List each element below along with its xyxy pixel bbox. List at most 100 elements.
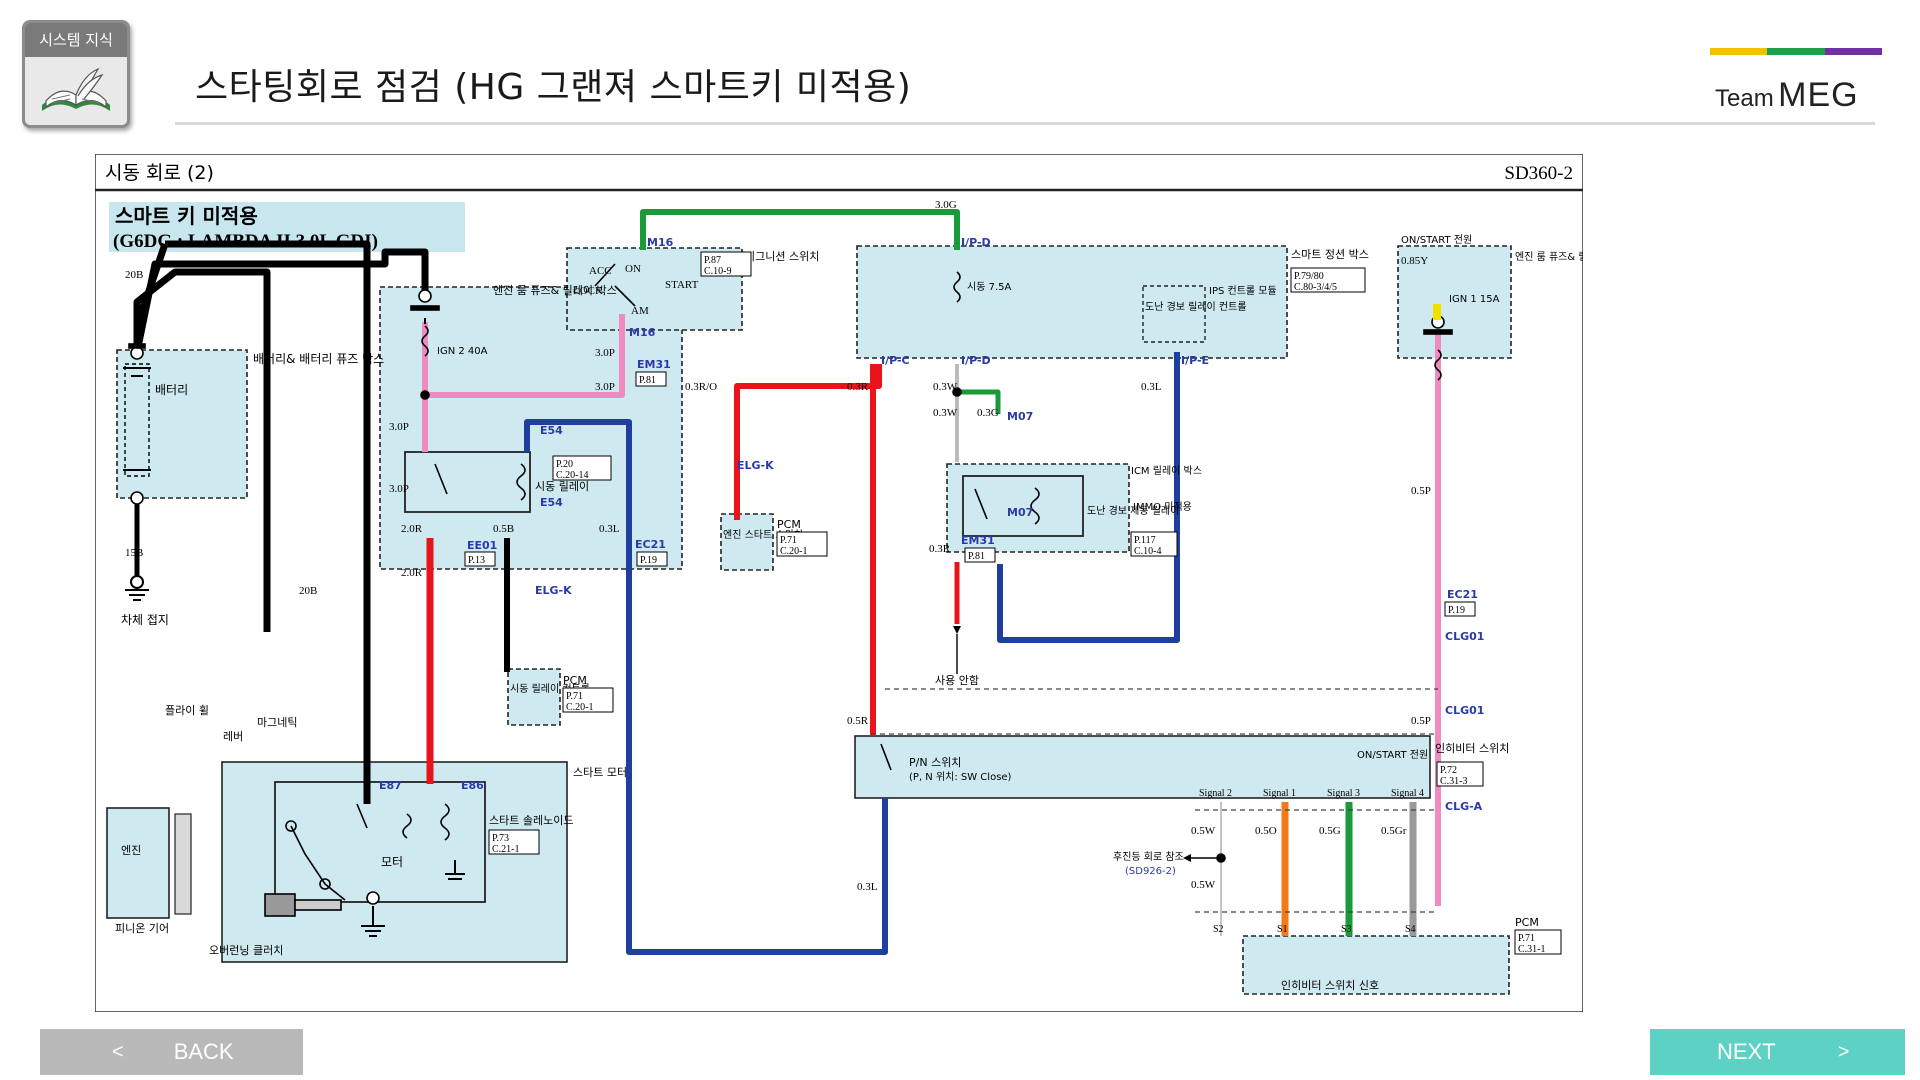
sheet-code: SD360-2 [1504,163,1573,184]
theft-relay-box [962,475,1084,537]
label-start-relay: 시동 릴레이 [535,480,589,493]
ref-c311: C.31-1 [1518,944,1546,955]
label-pn-switch: P/N 스위치 [909,756,961,769]
conn-e86: E86 [461,779,484,792]
switch-on: ON [625,263,641,275]
pcm-start-switch-box [720,513,774,571]
ign1-fuse-icon [1434,349,1442,381]
wire-label-20b-1: 20B [125,269,143,281]
ref-p71-1: P.71 [780,535,797,546]
wire-label-05p-2: 0.5P [1411,715,1431,727]
ref-c201-1: C.20-1 [780,546,808,557]
label-magnetic: 마그네틱 [257,716,297,729]
start-fuse-icon [953,271,961,303]
brand-logo: Team MEG [1715,76,1859,115]
pin-s2: S2 [1213,924,1224,935]
label-battery: 배터리 [155,383,188,397]
ref-p19-2: P.19 [1448,605,1465,616]
wire-label-30p-1: 3.0P [389,421,409,433]
wire-label-05w-1: 0.5W [1191,825,1216,837]
wire-label-03r: 0.3R [847,381,869,393]
brand-color-bar [1710,48,1882,55]
label-battery-box: 배터리& 배터리 퓨즈 박스 [253,352,384,366]
pcm-relay-control-box [507,668,561,726]
label-ignition-switch: 이그니션 스위치 [745,250,819,263]
label-ips-module: IPS 컨트롤 모듈 [1209,285,1277,297]
wire-label-05b: 0.5B [493,523,514,535]
wire-30g-green [640,209,960,250]
ref-p13: P.13 [468,555,485,566]
flywheel [174,813,192,915]
label-not-used: 사용 안함 [935,674,979,687]
ref-c8034: C.80-3/4/5 [1294,282,1337,293]
label-icm-relay: ICM 릴레이 박스 [1131,464,1202,477]
wire-label-03l-1: 0.3L [1141,381,1162,393]
wire-label-20r-1: 2.0R [401,523,423,535]
label-pn-condition: (P, N 위치: SW Close) [909,770,1012,783]
wire-label-05p-1: 0.5P [1411,485,1431,497]
brand-name: MEG [1778,76,1859,114]
label-engine-room-box-2: 엔진 룸 퓨즈& 릴레이 박스 [1515,250,1583,263]
back-button[interactable]: < BACK [40,1029,303,1075]
label-overrunning: 오버런닝 클러치 [209,944,283,957]
signal-3: Signal 3 [1327,788,1360,799]
signal-4: Signal 4 [1391,788,1424,799]
wire-label-03l-3: 0.3L [857,881,878,893]
label-backup-ref: (SD926-2) [1125,866,1176,877]
wire-label-03r-2: 0.3R [929,543,951,555]
ref-p72: P.72 [1440,765,1457,776]
wire-label-30g: 3.0G [935,199,957,211]
switch-start: START [665,279,699,291]
signal-2: Signal 2 [1199,788,1232,799]
ref-c109: C.10-9 [704,266,732,277]
wire-label-03l-2: 0.3L [599,523,620,535]
conn-m16-bottom: M16 [629,326,656,339]
next-arrow-icon: > [1837,1040,1850,1063]
ref-p73: P.73 [492,833,509,844]
back-arrow-icon: < [112,1040,124,1063]
signal-1: Signal 1 [1263,788,1296,799]
inhibitor-signal-box [1242,935,1510,995]
wire-label-05g: 0.5G [1319,825,1341,837]
wire-label-03g: 0.3G [977,407,999,419]
ref-p71-2: P.71 [566,691,583,702]
wire-label-05gr: 0.5Gr [1381,825,1407,837]
theft-alarm-box [1142,285,1206,343]
switch-lock: LOCK [573,285,603,297]
wire-label-03ro: 0.3R/O [685,381,717,393]
wire-label-20b-2: 20B [299,585,317,597]
book-icon [42,67,110,111]
wire-label-03w-2: 0.3W [933,407,958,419]
wire-label-15b: 15B [125,547,143,559]
label-starter-solenoid: 스타트 솔레노이드 [489,814,573,827]
next-button[interactable]: NEXT > [1650,1029,1905,1075]
conn-e54-top: E54 [540,424,563,437]
conn-ec21-1: EC21 [635,538,666,551]
label-motor: 모터 [381,855,403,869]
label-pcm-1: PCM [777,518,801,531]
conn-elgk-1: ELG-K [737,459,774,472]
wire-label-20r-2: 2.0R [401,567,423,579]
battery-box [116,349,248,499]
label-inhibitor-switch: 인히비터 스위치 [1435,741,1509,755]
label-on-start-power: ON/START 전원 [1401,234,1472,246]
ref-c2014: C.20-14 [556,470,589,481]
conn-m07-top: M07 [1007,410,1033,423]
brand-color-purple [1824,48,1882,55]
solenoid-box [274,781,486,903]
brand-color-yellow [1710,48,1768,55]
conn-elgk-2: ELG-K [535,584,572,597]
back-label: BACK [173,1039,234,1064]
wire-03l-blue [524,419,888,955]
ref-p20: P.20 [556,459,573,470]
engine-room-box-2 [1397,245,1512,359]
wire-label-05r: 0.5R [847,715,869,727]
conn-ipd-top: I/P-D [961,236,991,249]
label-theft-alarm: 도난 경보 릴레이 컨트롤 [1145,300,1247,313]
ign2-fuse-icon [421,325,429,357]
wire-label-30p-3: 3.0P [595,347,615,359]
label-pcm-2: PCM [563,674,587,687]
badge-label: 시스템 지식 [25,23,127,57]
wire-label-03w-1: 0.3W [933,381,958,393]
conn-em31-2: EM31 [961,534,995,547]
